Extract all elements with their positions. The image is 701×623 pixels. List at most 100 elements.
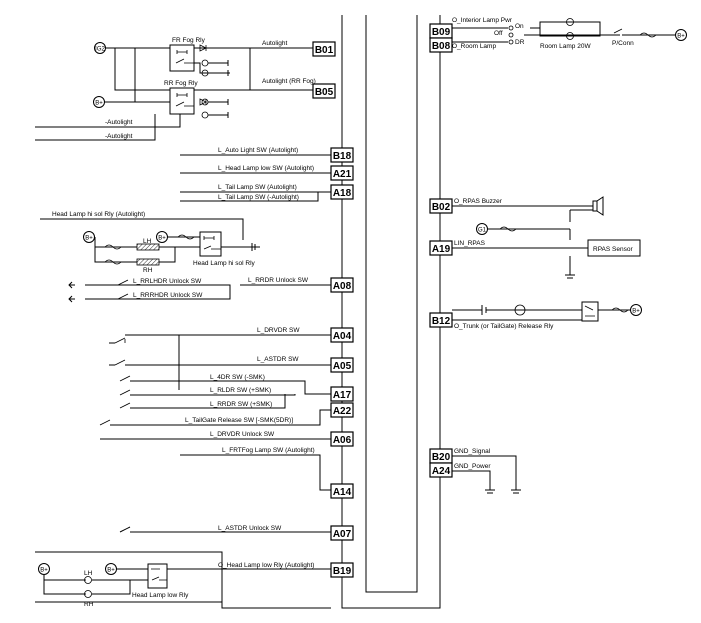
pin-b20-wire-label: GND_Signal bbox=[454, 448, 491, 455]
pin-a07-wire-label: L_ASTDR Unlock SW bbox=[218, 525, 282, 532]
pin-a19-wire-label: LIN_RPAS bbox=[454, 240, 486, 247]
g1-terminal bbox=[476, 223, 488, 235]
switch-on-label: On bbox=[515, 23, 524, 30]
pin-b19 bbox=[330, 562, 354, 578]
hl-low-rly-label: Head Lamp low Rly bbox=[132, 592, 189, 599]
pin-b01-id: B01 bbox=[315, 45, 334, 56]
rr-fog-lamp-1 bbox=[201, 98, 209, 106]
right-pins: B09 B08 B02 A19 B12 B20 A24 bbox=[429, 23, 453, 478]
pin-a18-wire-label-2: L_Tail Lamp SW (-Autolight) bbox=[218, 194, 299, 201]
pin-b12-wire-label: O_Trunk (or TailGate) Release Rly bbox=[454, 323, 554, 330]
batt-label-6: B+ bbox=[677, 34, 685, 40]
pin-a05 bbox=[330, 357, 354, 373]
pin-b18-id: B18 bbox=[333, 151, 352, 162]
pin-b12 bbox=[429, 312, 453, 328]
connector-body bbox=[341, 15, 441, 609]
rrrhdr-label: L_RRRHDR Unlock SW bbox=[133, 292, 203, 299]
ig2-label: IG2 bbox=[95, 47, 105, 53]
pin-a07-id: A07 bbox=[333, 529, 352, 540]
pin-b09-wire-label: O_Interior Lamp Pwr bbox=[452, 17, 513, 24]
rr-fog-relay bbox=[169, 87, 195, 115]
batt-label-3: B+ bbox=[158, 236, 166, 242]
pin-b02 bbox=[429, 198, 453, 214]
left-wiring: L_Auto Light SW (Autolight) L_Head Lamp … bbox=[35, 147, 331, 609]
batt-terminal-7 bbox=[630, 304, 642, 316]
batt-terminal-1 bbox=[93, 96, 105, 108]
buzzer-body bbox=[592, 200, 598, 212]
pin-a22-wire-label: L_TailGate Release SW [-SMK(5DR)] bbox=[185, 417, 293, 424]
autolight-neg1-label: -Autolight bbox=[105, 119, 133, 126]
pin-b20-id: B20 bbox=[432, 452, 451, 463]
switch-dr-label: DR bbox=[515, 39, 525, 46]
pin-a24 bbox=[429, 462, 453, 478]
pin-b08-id: B08 bbox=[432, 41, 451, 52]
pin-b18-wire-label: L_Auto Light SW (Autolight) bbox=[218, 147, 298, 154]
hl-rh-label: RH bbox=[143, 267, 153, 274]
hl-hi-sol-relay bbox=[199, 231, 222, 257]
pin-a21-wire-label: L_Head Lamp low SW (Autolight) bbox=[218, 165, 314, 172]
pin-b08 bbox=[429, 37, 453, 53]
batt-label-2: B+ bbox=[85, 236, 93, 242]
rr-fog-lamp-2 bbox=[201, 111, 209, 119]
batt-label-5: B+ bbox=[107, 568, 115, 574]
g1-label: G1 bbox=[478, 228, 487, 234]
pin-a21 bbox=[330, 165, 354, 181]
pin-a18-wire-label-1: L_Tail Lamp SW (Autolight) bbox=[218, 184, 297, 191]
pin-a14 bbox=[330, 483, 354, 499]
pin-a04-wire-label: L_DRVDR SW bbox=[257, 327, 300, 334]
hl-low-relay bbox=[147, 563, 168, 589]
pin-a21-id: A21 bbox=[333, 169, 352, 180]
switch-off-label: Off bbox=[494, 30, 503, 37]
pin-a17-id: A17 bbox=[333, 390, 352, 401]
batt-terminal-5 bbox=[105, 563, 117, 575]
pin-a22-id: A22 bbox=[333, 406, 352, 417]
right-wiring: O_Interior Lamp Pwr O_Room Lamp Off On D… bbox=[452, 17, 687, 494]
pin-a17-wire-label-1: L_4DR SW (-SMK) bbox=[210, 374, 265, 381]
pin-a22 bbox=[330, 402, 354, 418]
pin-b05 bbox=[312, 83, 336, 99]
fr-fog-lamp-1 bbox=[201, 59, 209, 67]
pin-a05-wire-label: L_ASTDR SW bbox=[257, 356, 299, 363]
pin-a17-wire-label-3: L_RRDR SW (+SMK) bbox=[210, 401, 272, 408]
pin-a08-wire-label: L_RRDR Unlock SW bbox=[248, 277, 309, 284]
pin-b19-id: B19 bbox=[333, 566, 352, 577]
trunk-release-solenoid bbox=[514, 304, 526, 316]
fog-relay-section: IG2 FR Fog Rly Autolight B+ RR Fog Rly A… bbox=[35, 37, 316, 141]
pin-b09-id: B09 bbox=[432, 27, 451, 38]
hl-rh-resistor bbox=[136, 258, 160, 266]
pin-b08-wire-label: O_Room Lamp bbox=[452, 43, 496, 50]
pin-a08 bbox=[330, 277, 354, 293]
pin-a14-id: A14 bbox=[333, 487, 352, 498]
trunk-release-relay bbox=[581, 301, 599, 322]
hl-hi-sol-rly-label: Head Lamp hi sol Rly bbox=[193, 260, 256, 267]
rpas-sensor bbox=[587, 239, 641, 257]
hl-low-lamp-lh bbox=[84, 576, 92, 584]
pin-a06 bbox=[330, 431, 354, 447]
pin-a05-id: A05 bbox=[333, 361, 352, 372]
pin-b18 bbox=[330, 147, 354, 163]
fr-fog-rly-label: FR Fog Rly bbox=[172, 37, 206, 44]
pin-a18-id: A18 bbox=[333, 188, 352, 199]
room-lamp-2 bbox=[566, 32, 574, 40]
pin-a17-wire-label-2: L_RLDR SW (+SMK) bbox=[210, 387, 271, 394]
batt-terminal-6 bbox=[675, 29, 687, 41]
pin-a04-id: A04 bbox=[333, 331, 352, 342]
pin-b05-wire-label: Autolight (RR Fog) bbox=[262, 78, 316, 85]
pin-a19 bbox=[429, 240, 453, 256]
ig2-terminal bbox=[94, 42, 106, 54]
pin-b12-id: B12 bbox=[432, 316, 451, 327]
batt-terminal-4 bbox=[38, 563, 50, 575]
rrlhdr-label: L_RRLHDR Unlock SW bbox=[133, 278, 202, 285]
rpas-sensor-label: RPAS Sensor bbox=[593, 246, 633, 253]
left-pins: B01 B05 B18 A21 A18 A08 A04 A05 A17 A22 … bbox=[312, 41, 354, 578]
pin-b05-id: B05 bbox=[315, 87, 334, 98]
autolight-neg2-label: -Autolight bbox=[105, 133, 133, 140]
hl-low-rh-label: RH bbox=[84, 601, 94, 608]
rr-fog-rly-label: RR Fog Rly bbox=[164, 80, 198, 87]
pin-a06-wire-label: L_DRVDR Unlock SW bbox=[210, 431, 275, 438]
hl-lh-resistor bbox=[136, 243, 160, 251]
pin-a04 bbox=[330, 327, 354, 343]
pin-a06-id: A06 bbox=[333, 435, 352, 446]
pin-a17 bbox=[330, 386, 354, 402]
